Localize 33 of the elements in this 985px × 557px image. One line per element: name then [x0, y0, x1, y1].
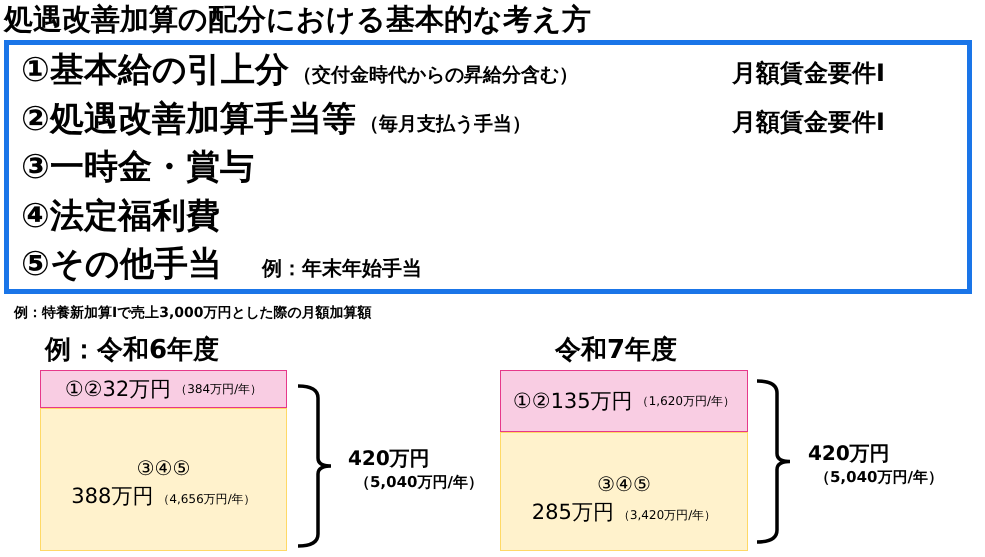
amount-box	[500, 370, 748, 432]
note-text: （交付金時代からの昇給分含む）	[292, 63, 578, 88]
list-item-text: ④法定福利費	[21, 194, 220, 238]
bordered-list-panel	[4, 40, 972, 294]
amount-box	[40, 370, 287, 408]
list-item-text: ⑤その他手当	[21, 243, 222, 286]
note-text: （毎月支払う手当）	[360, 112, 531, 136]
amount-text: ①②32万円	[64, 376, 172, 403]
example-text: 例：年末年始手当	[262, 255, 422, 282]
total-amount-text: 420万円	[808, 440, 890, 467]
amount-box	[40, 408, 287, 551]
category-text: ③④⑤	[136, 456, 192, 480]
annual-amount-text: （3,420万円/年）	[618, 507, 716, 524]
note-text: 例：特養新加算Ⅰで売上3,000万円とした際の月額加算額	[14, 304, 372, 322]
list-item-text: ①基本給の引上分	[21, 49, 289, 92]
amount-text: ①②135万円	[512, 388, 633, 415]
category-text: ③④⑤	[596, 472, 652, 496]
amount-text: 285万円	[532, 499, 614, 526]
amount-text: 388万円	[71, 483, 154, 510]
list-item-text: ②処遇改善加算手当等	[21, 98, 356, 140]
annual-amount-text: （1,620万円/年）	[636, 392, 736, 410]
list-item-text: ③一時金・賞与	[21, 146, 254, 189]
requirement-text: 月額賃金要件Ⅰ	[732, 106, 885, 138]
annual-amount-text: （4,656万円/年）	[157, 491, 256, 508]
total-annual-text: （5,040万円/年）	[815, 468, 943, 487]
title: 処遇改善加算の配分における基本的な考え方	[4, 1, 591, 38]
year-heading: 令和7年度	[555, 334, 678, 367]
year-heading: 例：令和6年度	[45, 334, 220, 367]
amount-box	[500, 432, 748, 551]
annual-amount-text: （384万円/年）	[175, 380, 262, 398]
total-amount-text: 420万円	[348, 445, 430, 472]
total-annual-text: （5,040万円/年）	[355, 473, 483, 492]
requirement-text: 月額賃金要件Ⅰ	[732, 58, 885, 89]
